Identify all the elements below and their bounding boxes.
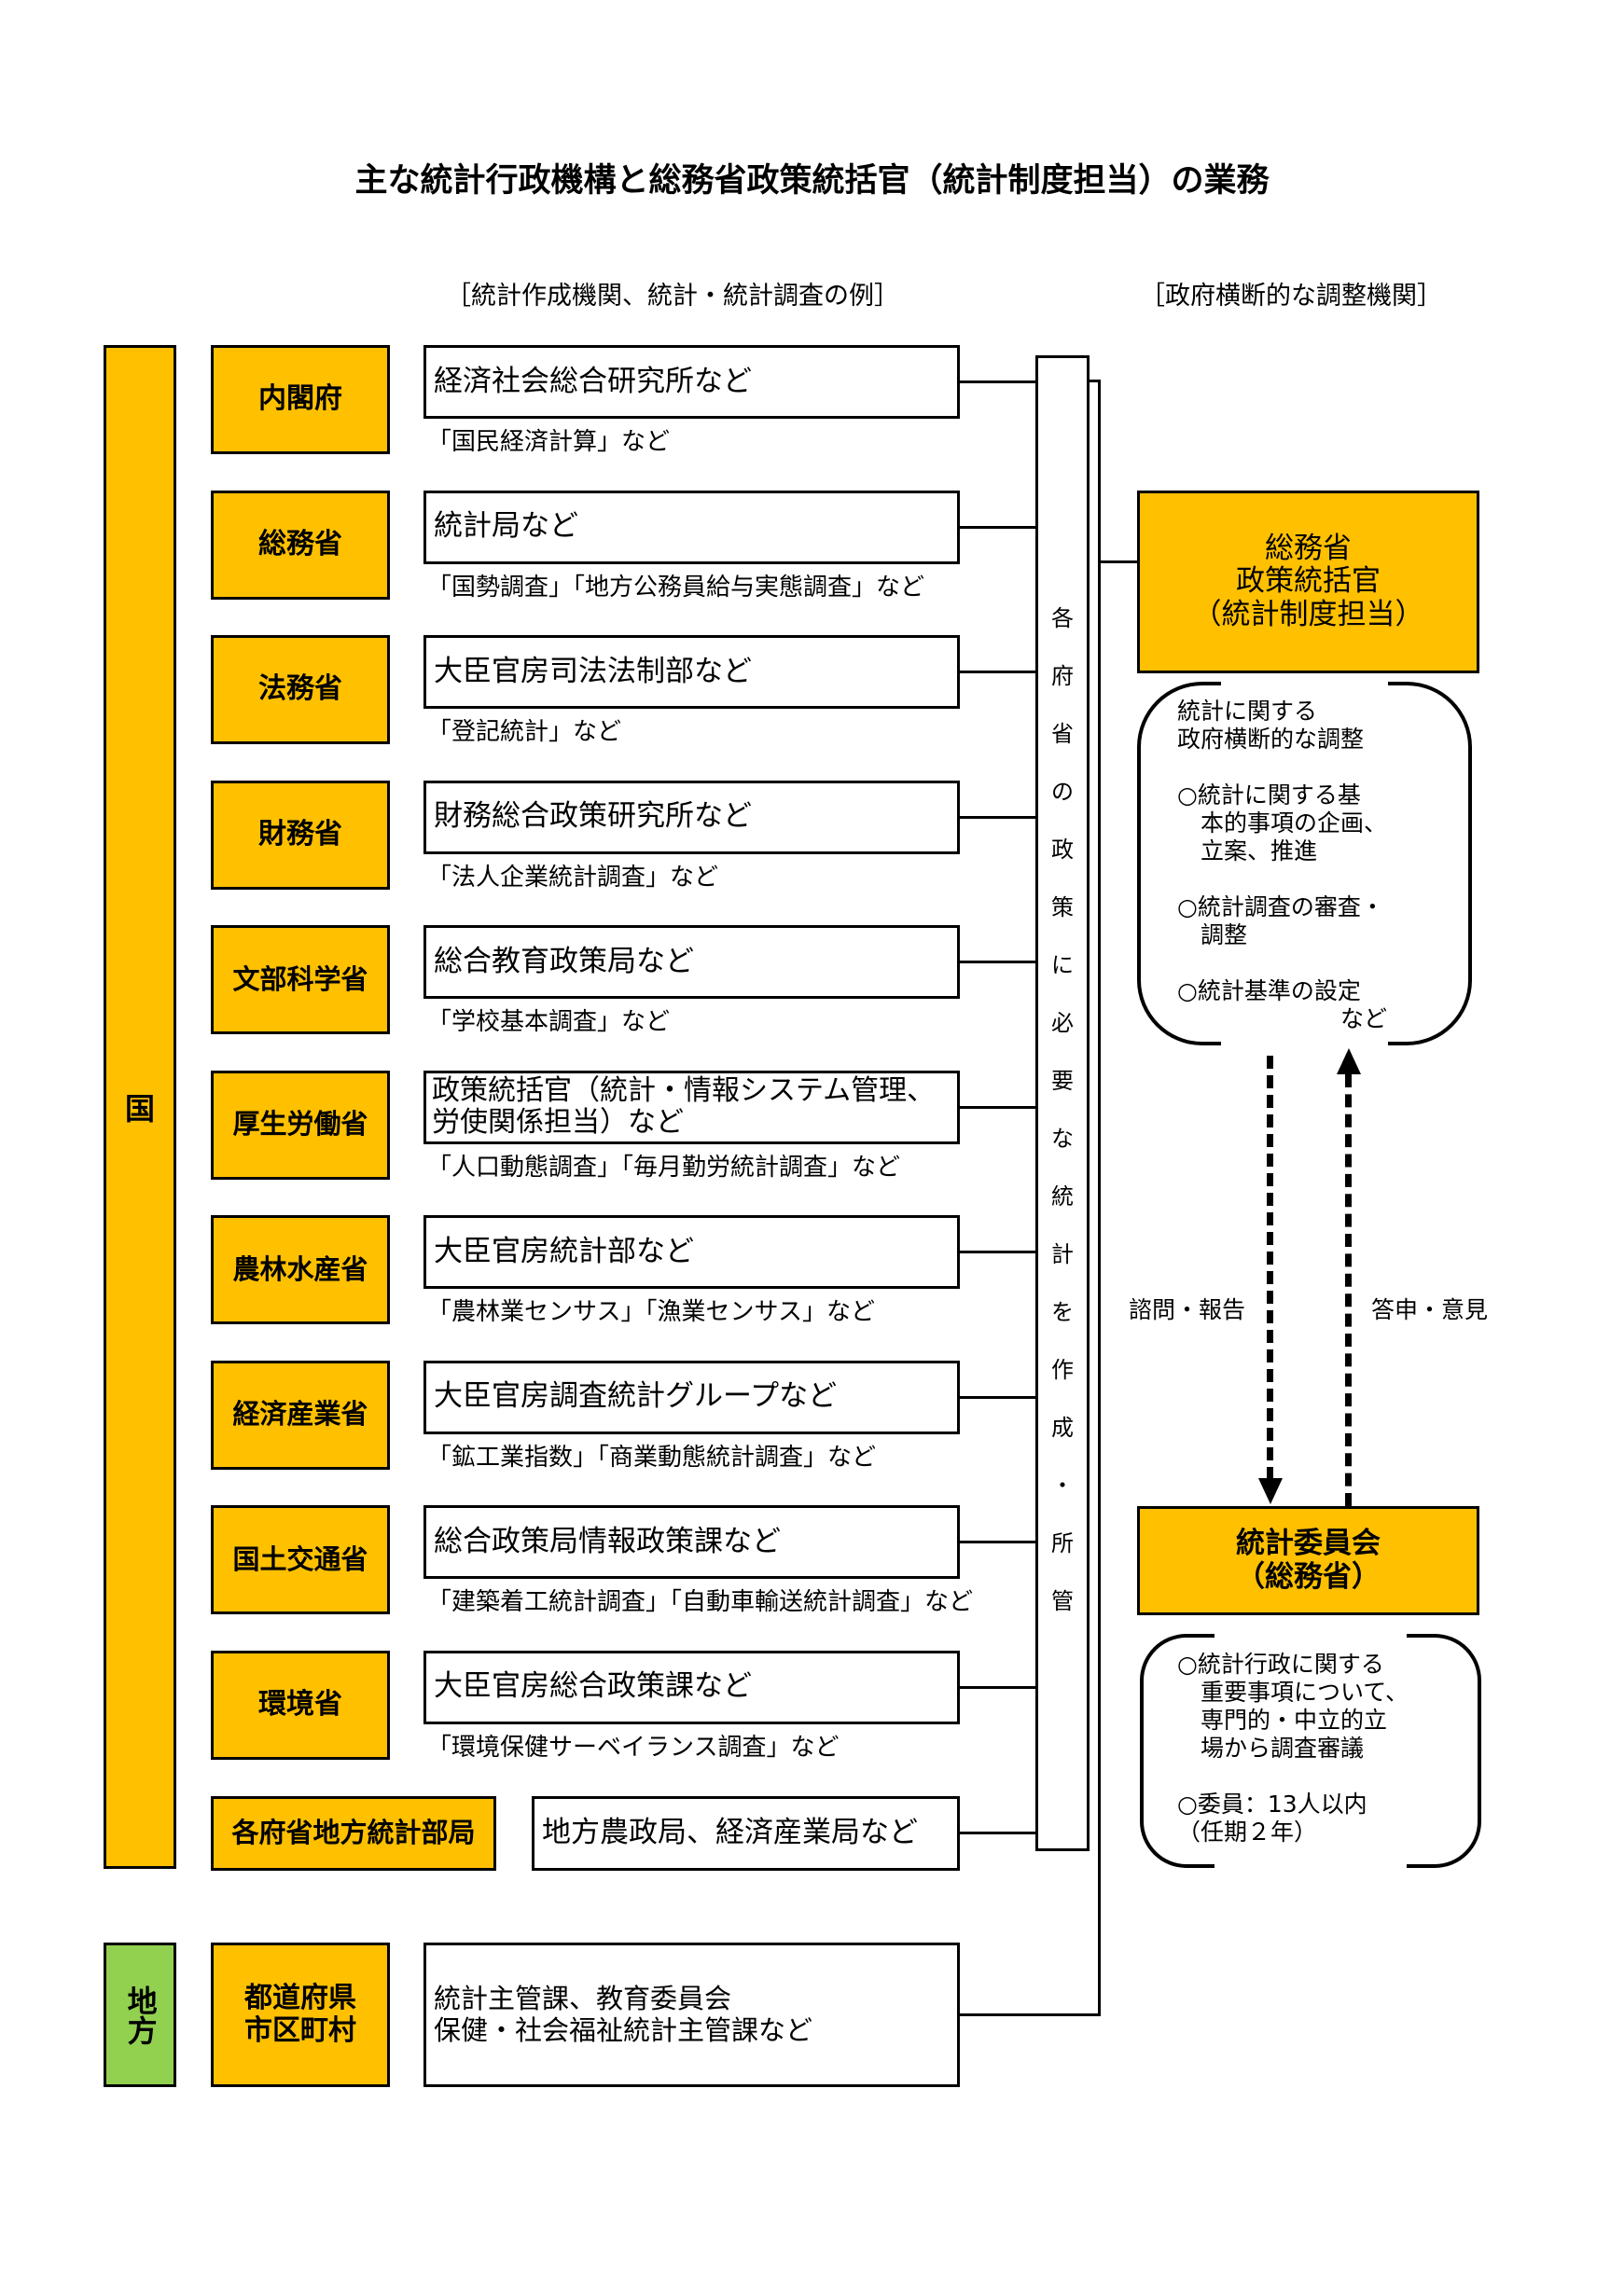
vertical-label-char: 管	[1051, 1588, 1074, 1614]
vertical-label-char: 要	[1051, 1068, 1074, 1094]
vertical-label-char: 各	[1051, 605, 1074, 631]
connector	[960, 2013, 1101, 2016]
survey-examples: 「法人企業統計調査」など	[427, 863, 719, 892]
vertical-label-char: な	[1051, 1126, 1074, 1152]
ministry-box: 農林水産省	[211, 1215, 390, 1324]
connector	[960, 525, 1035, 529]
connector	[960, 380, 1035, 383]
survey-examples: 「登記統計」など	[427, 718, 622, 746]
coordinator-box: 総務省 政策統括官 （統計制度担当）	[1137, 491, 1479, 673]
vertical-label-char: 政	[1051, 837, 1074, 863]
survey-examples: 「農林業センサス」「漁業センサス」など	[427, 1298, 875, 1326]
statistics-org-box: 総合政策局情報政策課など	[423, 1505, 960, 1579]
vertical-label-char: 所	[1051, 1530, 1074, 1556]
bracket-right	[1407, 1634, 1481, 1868]
statistics-commission-box: 統計委員会 （総務省）	[1137, 1506, 1479, 1615]
ministry-box: 文部科学省	[211, 925, 390, 1034]
statistics-org-box: 大臣官房統計部など	[423, 1215, 960, 1289]
statistics-org-box: 総合教育政策局など	[423, 925, 960, 999]
ministry-box: 内閣府	[211, 345, 390, 454]
local-bar: 地方	[104, 1943, 176, 2087]
survey-examples: 「人口動態調査」「毎月勤労統計調査」など	[427, 1153, 901, 1182]
vertical-label-char: ・	[1051, 1473, 1074, 1499]
local-label: 地方	[122, 1985, 159, 2045]
regional-offices-box: 各府省地方統計部局	[211, 1796, 496, 1871]
regional-org-box: 地方農政局、経済産業局など	[532, 1796, 960, 1871]
survey-examples: 「鉱工業指数」「商業動態統計調査」など	[427, 1443, 877, 1472]
vertical-label-char: 必	[1051, 1010, 1074, 1036]
statistics-org-box: 財務総合政策研究所など	[423, 780, 960, 854]
connector	[960, 1395, 1035, 1399]
ministry-box: 総務省	[211, 490, 390, 600]
national-label: 国	[124, 1091, 155, 1127]
consult-arrow-line	[1267, 1056, 1273, 1480]
connector	[960, 671, 1035, 673]
coordinator-duties: 統計に関する 政府横断的な調整 ○統計に関する基 本的事項の企画、 立案、推進 …	[1177, 698, 1388, 1032]
page-title: 主な統計行政機構と総務省政策統括官（統計制度担当）の業務	[354, 162, 1270, 200]
ministry-box: 厚生労働省	[211, 1070, 390, 1180]
ministry-box: 財務省	[211, 780, 390, 890]
report-label: 答申・意見	[1371, 1296, 1489, 1323]
vertical-label-char: 作	[1051, 1357, 1074, 1383]
vertical-label-char: 統	[1051, 1183, 1074, 1210]
arrow-up-icon	[1337, 1048, 1361, 1074]
right-column-header: ［政府横断的な調整機関］	[1140, 282, 1442, 311]
connector	[960, 1832, 1035, 1834]
vertical-label-char: に	[1051, 952, 1074, 978]
vertical-label-char: 策	[1051, 894, 1074, 920]
connector	[960, 961, 1035, 963]
statistics-org-box: 大臣官房総合政策課など	[423, 1650, 960, 1724]
connector	[960, 1251, 1035, 1253]
survey-examples: 「建築着工統計調査」「自動車輸送統計調査」など	[427, 1588, 974, 1616]
vertical-label-char: 省	[1051, 721, 1074, 747]
committee-duties: ○統計行政に関する 重要事項について、 専門的・中立的立 場から調査審議 ○委員…	[1177, 1651, 1409, 1846]
connector	[960, 1685, 1035, 1689]
connector	[1090, 380, 1100, 382]
left-column-header: ［統計作成機関、統計・統計調査の例］	[446, 282, 899, 311]
consult-label: 諮問・報告	[1129, 1296, 1246, 1323]
ministry-box: 法務省	[211, 635, 390, 744]
ministry-box: 国土交通省	[211, 1505, 390, 1614]
local-org-box: 統計主管課、教育委員会 保健・社会福祉統計主管課など	[423, 1943, 960, 2087]
vertical-label-char: の	[1051, 779, 1074, 805]
statistics-org-box: 経済社会総合研究所など	[423, 345, 960, 419]
connector	[1098, 560, 1137, 563]
statistics-org-box: 統計局など	[423, 490, 960, 564]
report-arrow-line	[1345, 1074, 1352, 1506]
survey-examples: 「環境保健サーベイランス調査」など	[427, 1733, 840, 1762]
ministry-box: 経済産業省	[211, 1360, 390, 1470]
arrow-down-icon	[1258, 1478, 1283, 1504]
vertical-label-char: 成	[1051, 1415, 1074, 1441]
national-bar: 国	[104, 345, 176, 1869]
ministry-box: 環境省	[211, 1650, 390, 1760]
connector	[960, 1105, 1035, 1109]
survey-examples: 「国勢調査」「地方公務員給与実態調査」など	[427, 573, 925, 602]
connector	[1098, 380, 1101, 2015]
bracket-left	[1140, 1634, 1215, 1868]
connector	[960, 1541, 1035, 1543]
local-government-box: 都道府県 市区町村	[211, 1943, 390, 2087]
statistics-org-box: 政策統括官（統計・情報システム管理、労使関係担当）など	[423, 1070, 960, 1144]
statistics-org-box: 大臣官房調査統計グループなど	[423, 1360, 960, 1434]
vertical-label-char: 府	[1051, 663, 1074, 689]
survey-examples: 「学校基本調査」など	[427, 1008, 671, 1036]
statistics-org-box: 大臣官房司法法制部など	[423, 635, 960, 709]
connector	[960, 815, 1035, 819]
vertical-label-char: を	[1051, 1299, 1074, 1325]
survey-examples: 「国民経済計算」など	[427, 428, 671, 456]
vertical-label-char: 計	[1051, 1241, 1074, 1267]
ministry-statistics-bar	[1035, 355, 1090, 1851]
bracket-right	[1388, 682, 1472, 1045]
